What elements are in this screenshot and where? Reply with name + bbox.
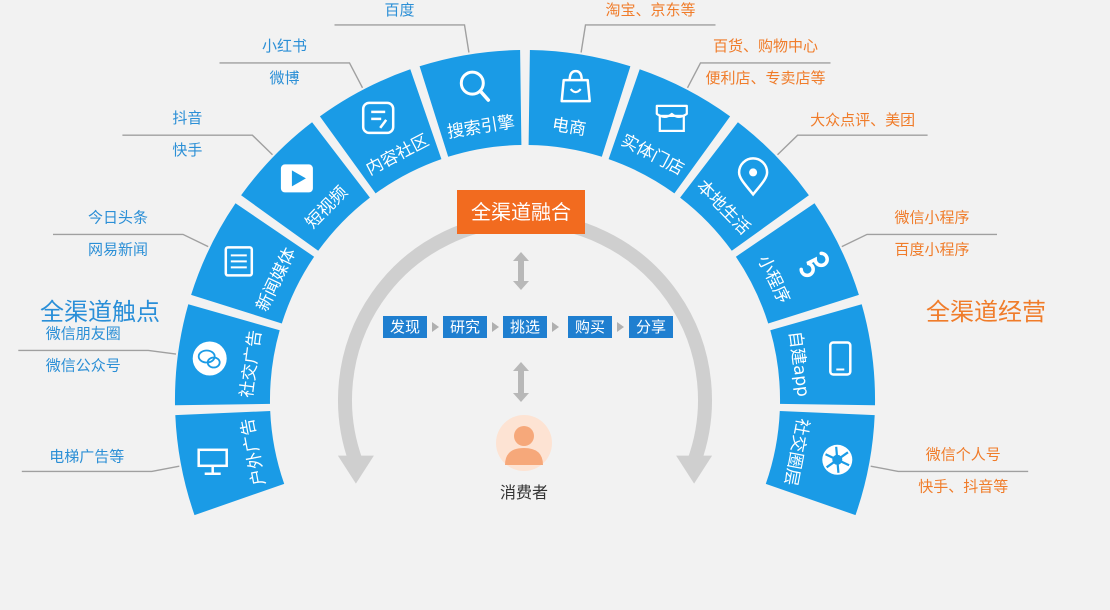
leader-line — [841, 233, 997, 248]
aperture-icon — [822, 444, 853, 475]
channel-example-label: 微博 — [269, 69, 299, 87]
updown-arrow-bottom — [513, 362, 529, 402]
channel-example-label: 大众点评、美团 — [810, 111, 915, 129]
segment-shape — [680, 122, 809, 251]
community-icon — [361, 101, 395, 135]
wechat-icon — [192, 341, 227, 376]
location-pin-icon — [737, 157, 769, 197]
play-icon — [280, 164, 313, 193]
channel-example-label: 今日头条 — [88, 208, 148, 226]
consumer-label: 消费者 — [500, 483, 548, 502]
channel-example-label: 微信小程序 — [894, 208, 969, 226]
step-label: 购买 — [575, 318, 605, 336]
leader-line — [219, 62, 364, 89]
segment-shape — [319, 69, 442, 194]
segment-shape — [174, 304, 280, 406]
billboard-icon — [197, 448, 228, 476]
step-label: 挑选 — [510, 318, 540, 336]
phone-icon — [829, 341, 852, 376]
segment-shape — [419, 50, 522, 157]
shopping-bag-icon — [560, 69, 591, 103]
channel-example-label: 淘宝、京东等 — [605, 1, 695, 19]
leader-line — [870, 465, 1029, 473]
step-box — [503, 316, 547, 338]
channel-example-label: 快手 — [172, 141, 202, 159]
channel-example-label: 抖音 — [172, 109, 202, 127]
fusion-box — [457, 190, 585, 234]
channel-example-label: 微信个人号 — [926, 445, 1001, 463]
channel-example-label: 百度小程序 — [894, 240, 969, 258]
updown-arrow-top — [513, 252, 529, 290]
leader-line — [334, 24, 470, 53]
leader-line — [686, 62, 831, 89]
channel-example-label: 百货、购物中心 — [713, 37, 818, 55]
step-box — [568, 316, 612, 338]
step-box — [383, 316, 427, 338]
step-arrow — [432, 322, 439, 332]
magnifier-icon — [459, 70, 491, 102]
step-arrow — [552, 322, 559, 332]
step-arrow — [492, 322, 499, 332]
channel-ring: 户外广告电梯广告等社交广告微信朋友圈微信公众号新闻媒体今日头条网易新闻短视频抖音… — [18, 1, 1029, 516]
step-label: 分享 — [636, 318, 666, 336]
left-arrowhead — [337, 455, 374, 484]
step-label: 研究 — [450, 318, 480, 336]
channel-example-label: 快手、抖音等 — [918, 477, 1008, 495]
leader-line — [122, 134, 273, 156]
journey-steps: 发现 研究 挑选 购买 分享 — [383, 316, 673, 338]
leader-line — [53, 233, 209, 248]
newspaper-icon — [224, 246, 254, 277]
segment-shape — [735, 203, 859, 324]
segment-shape — [528, 50, 631, 157]
right-arrowhead — [676, 455, 713, 484]
channel-example-label: 微信公众号 — [46, 356, 121, 374]
right-title: 全渠道经营 — [926, 298, 1046, 326]
leader-line — [580, 24, 716, 53]
left-title: 全渠道触点 — [40, 298, 160, 326]
leader-line — [21, 465, 180, 473]
consumer-avatar — [496, 415, 552, 471]
step-label: 发现 — [390, 318, 420, 336]
channel-example-label: 百度 — [384, 1, 414, 19]
leader-line — [777, 134, 928, 156]
leader-line — [18, 349, 177, 355]
channel-example-label: 微信朋友圈 — [46, 324, 121, 342]
storefront-icon — [655, 104, 688, 133]
channel-example-label: 小红书 — [262, 37, 307, 55]
channel-example-label: 便利店、专卖店等 — [705, 69, 825, 87]
mini-program-icon — [799, 251, 829, 278]
segment-11: 自建app — [770, 304, 876, 406]
step-box — [443, 316, 487, 338]
channel-example-label: 电梯广告等 — [49, 447, 124, 465]
segment-shape — [770, 304, 876, 406]
fusion-title: 全渠道融合 — [471, 200, 571, 224]
step-box — [629, 316, 673, 338]
channel-example-label: 网易新闻 — [88, 240, 148, 258]
segment-12: 社交圈层微信个人号快手、抖音等 — [765, 411, 1029, 516]
segment-shape — [175, 411, 285, 516]
step-arrow — [617, 322, 624, 332]
segment-shape — [765, 411, 875, 516]
